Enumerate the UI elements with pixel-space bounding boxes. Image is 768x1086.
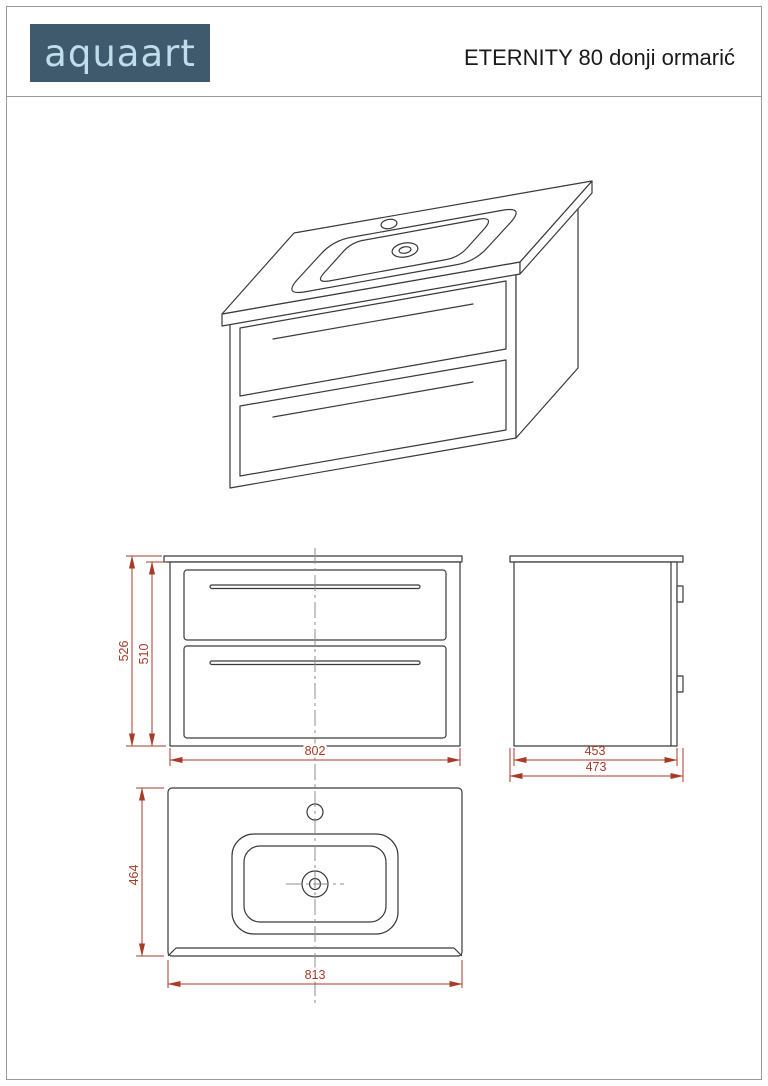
faucet-hole: [380, 218, 398, 230]
dimension-label: 453: [585, 744, 606, 758]
centerlines: [286, 548, 344, 1006]
dimension-side-depth: 453: [513, 744, 678, 766]
countertop-profile: [163, 555, 463, 563]
wall-bracket-bottom: [676, 675, 684, 693]
front-view: [163, 555, 463, 747]
dimension-side-total-depth: 473: [509, 748, 684, 782]
side-view: [509, 555, 684, 747]
dimension-top-depth: 464: [127, 787, 164, 957]
dimension-label: 510: [137, 644, 151, 665]
dimension-label: 473: [586, 760, 607, 774]
dimension-label: 813: [305, 968, 326, 982]
brand-logo-text: aquaart: [44, 31, 196, 75]
drawer-front-bottom: [239, 359, 507, 477]
dimension-label: 526: [117, 641, 131, 662]
wall-bracket-top: [676, 585, 684, 603]
brand-logo: aquaart: [30, 24, 210, 82]
front-apron-corner-right: [453, 947, 463, 957]
header-divider: [7, 96, 761, 97]
isometric-view: [221, 180, 593, 489]
dimension-top-width: 813: [167, 960, 463, 988]
drain-hole-inner: [398, 246, 412, 254]
dimension-front-width: 802: [169, 742, 461, 766]
dimension-front-total-height: 526: [117, 555, 166, 747]
countertop-profile: [509, 555, 684, 563]
drawer-handle-top: [272, 303, 474, 340]
drawer-handle-bottom: [272, 381, 474, 418]
dimension-label: 802: [305, 744, 326, 758]
cabinet-body: [513, 561, 678, 747]
dimension-label: 464: [127, 865, 141, 886]
front-apron-corner-left: [167, 947, 177, 957]
drawing-title: ETERNITY 80 donji ormarić: [463, 45, 735, 70]
dimension-front-cabinet-height: 510: [137, 561, 166, 747]
